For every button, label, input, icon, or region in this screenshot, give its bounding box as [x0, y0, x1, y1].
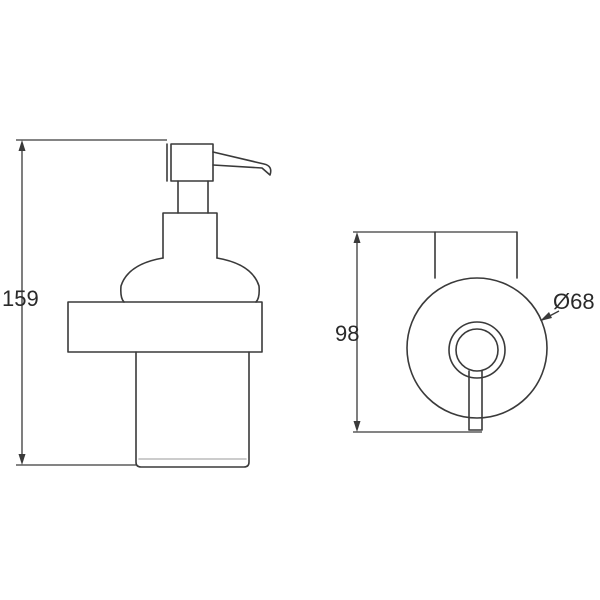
glass-body	[135, 351, 250, 468]
pump-stem	[177, 180, 209, 214]
overall-height-dimension	[16, 139, 167, 466]
mount-ring-outer	[448, 321, 506, 379]
diameter-leader	[540, 310, 560, 321]
overall-height-label: 159	[2, 286, 39, 311]
holder-band	[67, 301, 263, 353]
side-view	[353, 231, 548, 431]
mount-ring-inner	[455, 328, 499, 372]
bottle-neck	[162, 212, 218, 259]
mount-diameter-label: Ø68	[553, 289, 595, 314]
bottle-shoulder	[120, 257, 260, 303]
pump-head	[170, 143, 214, 182]
front-view	[67, 143, 272, 468]
mount-height-label: 98	[335, 321, 359, 346]
mount-bracket	[434, 231, 518, 279]
mount-disc	[406, 277, 548, 419]
mount-height-dimension	[353, 232, 482, 433]
pump-nozzle	[212, 151, 272, 176]
mount-stem	[468, 370, 483, 431]
